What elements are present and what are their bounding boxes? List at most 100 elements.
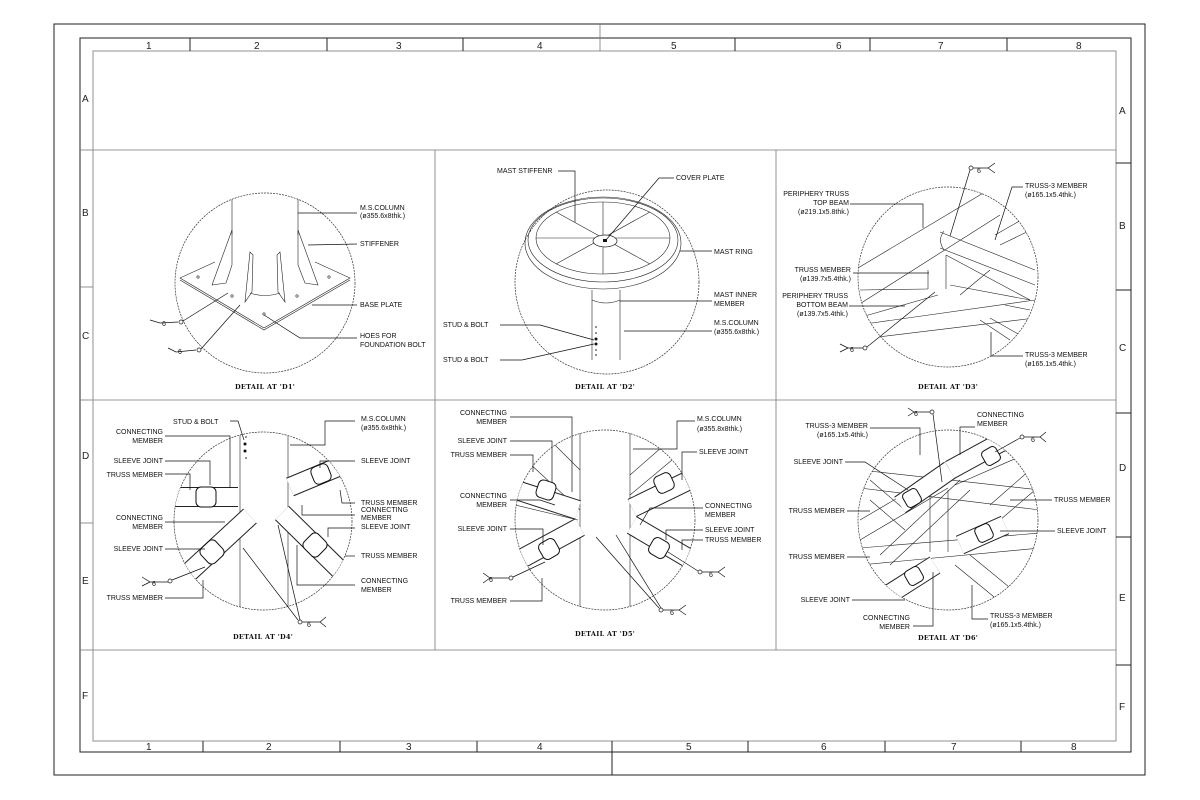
callout-label: STUD & BOLT — [173, 419, 219, 426]
callout-label: TOP BEAM — [813, 200, 849, 207]
callout-label: MEMBER — [879, 624, 910, 631]
detail-boundary-circle — [857, 186, 1039, 368]
weld-size-label: 6 — [914, 411, 918, 418]
callout-label: SLEEVE JOINT — [801, 597, 851, 604]
detail-title: DETAIL AT 'D4' — [233, 633, 293, 641]
callout-label: BOTTOM BEAM — [796, 302, 848, 309]
callout-label: STUD & BOLT — [443, 357, 489, 364]
callout-label: MAST RING — [714, 249, 753, 256]
detail-title: DETAIL AT 'D2' — [575, 383, 635, 391]
grid-row-label: C — [82, 331, 89, 342]
callout-label: MEMBER — [132, 524, 163, 531]
callout-label: TRUSS MEMBER — [361, 500, 417, 507]
callout-label: SLEEVE JOINT — [361, 524, 411, 531]
detail-boundary-circle — [514, 189, 700, 375]
leader-lines — [845, 407, 1055, 627]
callout-label: MEMBER — [132, 438, 163, 445]
callout-label: MEMBER — [361, 587, 392, 594]
grid-column-label: 4 — [537, 742, 543, 753]
callout-label: TRUSS MEMBER — [361, 553, 417, 560]
grid-row-label: E — [1119, 593, 1126, 604]
callout-label: SLEEVE JOINT — [114, 458, 164, 465]
callout-label: MAST INNER — [714, 292, 757, 299]
weld-size-label: 6 — [307, 622, 311, 629]
weld-size-label: 6 — [709, 572, 713, 579]
callout-label: TRUSS MEMBER — [451, 452, 507, 459]
grid-column-label: 2 — [266, 742, 272, 753]
detail-d1: 6 6 M.S.COLUMN (ø355.6x8thk.) STIFFENER … — [149, 192, 426, 391]
callout-label: (ø219.1x5.8thk.) — [798, 209, 849, 216]
grid-column-label: 5 — [686, 742, 692, 753]
callout-label: TRUSS MEMBER — [705, 537, 761, 544]
leader-lines — [141, 420, 355, 628]
grid-column-label: 2 — [254, 41, 260, 52]
leader-lines — [149, 212, 358, 353]
callout-label: CONNECTING — [361, 578, 408, 585]
callout-label: MEMBER — [476, 502, 507, 509]
leader-lines — [482, 416, 726, 616]
truss-node-drawing — [858, 187, 1036, 341]
detail-boundary-circle — [857, 429, 1039, 611]
callout-label: M.S.COLUMN — [714, 320, 759, 327]
callout-label: TRUSS MEMBER — [1054, 497, 1110, 504]
detail-d5: 6 6 6 CONNECTING MEMBER SLEEVE JOINT TRU… — [451, 410, 762, 638]
detail-title: DETAIL AT 'D5' — [575, 630, 635, 638]
detail-d3: 6 6 PERIPHERY TRUSS TOP BEAM (ø219.1x5.8… — [782, 162, 1088, 391]
leader-lines — [839, 162, 1023, 357]
weld-size-label: 6 — [178, 349, 182, 356]
weld-size-label: 6 — [850, 347, 854, 354]
grid-column-label: 1 — [146, 742, 152, 753]
callout-label: PERIPHERY TRUSS — [783, 191, 849, 198]
callout-label: COVER PLATE — [676, 175, 725, 182]
callout-label: TRUSS MEMBER — [795, 267, 851, 274]
grid-column-label: 8 — [1071, 742, 1077, 753]
callout-label: SLEEVE JOINT — [361, 458, 411, 465]
callout-label: BASE PLATE — [360, 302, 403, 309]
callout-label: M.S.COLUMN — [360, 205, 405, 212]
grid-row-label: D — [82, 451, 89, 462]
weld-size-label: 6 — [152, 581, 156, 588]
weld-size-label: 6 — [670, 610, 674, 617]
callout-label: STIFFENER — [360, 241, 399, 248]
callout-label: (ø355.8x8thk.) — [697, 426, 742, 433]
callout-label: MAST STIFFENR — [497, 168, 552, 175]
grid-column-label: 6 — [836, 41, 842, 52]
callout-label: CONNECTING — [116, 515, 163, 522]
detail-d6: 6 6 TRUSS-3 MEMBER (ø165.1x5.4thk.) SLEE… — [789, 407, 1110, 642]
callout-label: TRUSS MEMBER — [107, 472, 163, 479]
grid-column-label: 7 — [951, 742, 957, 753]
grid-column-label: 6 — [821, 742, 827, 753]
column-labels-top: 1 2 3 4 5 6 7 8 — [146, 41, 1082, 52]
grid-column-label: 4 — [537, 41, 543, 52]
callout-label: STUD & BOLT — [443, 322, 489, 329]
grid-column-label: 3 — [406, 742, 412, 753]
grid-row-label: A — [82, 94, 89, 105]
grid-column-label: 7 — [938, 41, 944, 52]
callout-label: SLEEVE JOINT — [458, 526, 508, 533]
callout-label: TRUSS MEMBER — [789, 554, 845, 561]
callout-label: CONNECTING — [116, 429, 163, 436]
weld-size-label: 6 — [977, 168, 981, 175]
grid-row-label: A — [1119, 106, 1126, 117]
callout-label: MEMBER — [361, 515, 392, 522]
callout-label: SLEEVE JOINT — [699, 449, 749, 456]
callout-label: (ø165.1x5.4thk.) — [817, 432, 868, 439]
callout-label: (ø139.7x5.4thk.) — [800, 276, 851, 283]
row-labels-left: A B C D E F — [82, 94, 89, 702]
grid-row-label: F — [1119, 702, 1125, 713]
grid-row-label: D — [1119, 463, 1126, 474]
grid-column-label: 1 — [146, 41, 152, 52]
sheet-frame — [53, 23, 1146, 776]
detail-boundary-circle — [514, 429, 696, 611]
callout-label: CONNECTING — [705, 503, 752, 510]
callout-label: TRUSS MEMBER — [451, 598, 507, 605]
callout-label: (ø355.6x8thk.) — [714, 329, 759, 336]
base-plate-drawing — [179, 193, 351, 331]
callout-label: (ø355.6x8thk.) — [361, 425, 406, 432]
grid-row-label: E — [82, 576, 89, 587]
callout-label: SLEEVE JOINT — [705, 527, 755, 534]
weld-size-label: 6 — [1031, 437, 1035, 444]
detail-title: DETAIL AT 'D1' — [235, 383, 295, 391]
callout-label: CONNECTING — [460, 410, 507, 417]
